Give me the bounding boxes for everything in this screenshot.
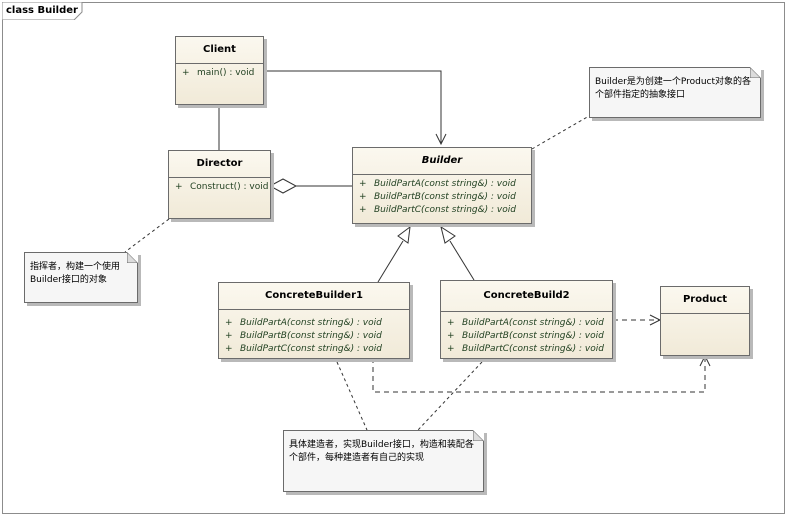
op-signature: BuildPartA(const string&) : void [240,318,382,328]
note-fold-icon [127,252,138,263]
class-director[interactable]: Director + Construct() : void [168,150,271,219]
op-visibility: + [447,318,455,328]
class-product[interactable]: Product [660,286,750,356]
op-signature: main() : void [197,68,255,78]
class-product-name: Product [661,287,749,314]
op-visibility: + [359,205,367,215]
note-fold-icon [473,430,484,441]
op-signature: BuildPartC(const string&) : void [462,344,604,354]
op-signature: BuildPartA(const string&) : void [462,318,604,328]
note-concrete: 具体建造者，实现Builder接口，构造和装配各个部件，每种建造者有自己的实现 [283,430,484,492]
class-concrete-build2-op-a: + BuildPartA(const string&) : void [441,317,612,330]
class-client-name: Client [176,37,263,64]
class-concrete-builder1-op-b: + BuildPartB(const string&) : void [219,330,409,343]
op-visibility: + [225,331,233,341]
concrete1-generalization-arrow [397,225,411,244]
note-concrete-text: 具体建造者，实现Builder接口，构造和装配各个部件，每种建造者有自己的实现 [289,440,474,463]
note-builder-text: Builder是为创建一个Product对象的各个部件指定的抽象接口 [595,77,752,100]
class-concrete-builder1[interactable]: ConcreteBuilder1 + BuildPartA(const stri… [218,282,410,359]
op-signature: BuildPartC(const string&) : void [240,344,382,354]
op-visibility: + [225,344,233,354]
builder-note-anchor [531,111,597,150]
op-visibility: + [225,318,233,328]
class-concrete-builder1-name: ConcreteBuilder1 [219,283,409,310]
class-client-op: + main() : void [176,67,263,80]
class-client[interactable]: Client + main() : void [175,36,264,105]
op-signature: BuildPartA(const string&) : void [374,179,516,189]
frame-title: class Builder [6,5,78,16]
op-visibility: + [447,344,455,354]
class-builder-op-a: + BuildPartA(const string&) : void [353,178,531,191]
client-builder-association [264,70,442,144]
concrete-note-anchor-2 [417,361,483,431]
class-builder-name: Builder [353,148,531,175]
op-visibility: + [175,182,183,192]
op-visibility: + [182,68,190,78]
note-director-text: 指挥者，构建一个使用Builder接口的对象 [30,262,121,285]
note-director: 指挥者，构建一个使用Builder接口的对象 [24,252,138,303]
director-note-anchor [124,218,170,253]
concrete2-generalization-arrow [440,225,456,244]
op-visibility: + [447,331,455,341]
class-concrete-build2-op-c: + BuildPartC(const string&) : void [441,343,612,356]
client-builder-arrowhead [435,133,447,146]
op-signature: BuildPartB(const string&) : void [462,331,604,341]
concrete2-generalization-line [449,240,475,281]
class-concrete-build2-name: ConcreteBuild2 [441,281,612,312]
class-builder[interactable]: Builder + BuildPartA(const string&) : vo… [352,147,532,224]
class-director-name: Director [169,151,270,178]
note-fold-icon [750,67,761,78]
op-signature: BuildPartB(const string&) : void [240,331,382,341]
class-director-op: + Construct() : void [169,181,270,194]
op-visibility: + [359,179,367,189]
class-concrete-builder1-op-a: + BuildPartA(const string&) : void [219,317,409,330]
concrete1-product-arrowhead [699,354,711,367]
class-builder-op-b: + BuildPartB(const string&) : void [353,191,531,204]
frame-tab [2,2,83,20]
class-concrete-build2-op-b: + BuildPartB(const string&) : void [441,330,612,343]
op-signature: BuildPartC(const string&) : void [374,205,516,215]
class-concrete-builder1-op-c: + BuildPartC(const string&) : void [219,343,409,356]
class-builder-op-c: + BuildPartC(const string&) : void [353,204,531,217]
concrete1-generalization-line [377,240,404,283]
concrete1-product-dependency [372,356,706,393]
concrete-note-anchor-1 [336,361,368,431]
class-concrete-build2[interactable]: ConcreteBuild2 + BuildPartA(const string… [440,280,613,359]
op-signature: Construct() : void [190,182,269,192]
note-builder: Builder是为创建一个Product对象的各个部件指定的抽象接口 [589,67,761,118]
op-signature: BuildPartB(const string&) : void [374,192,516,202]
aggregation-diamond [268,178,298,194]
op-visibility: + [359,192,367,202]
